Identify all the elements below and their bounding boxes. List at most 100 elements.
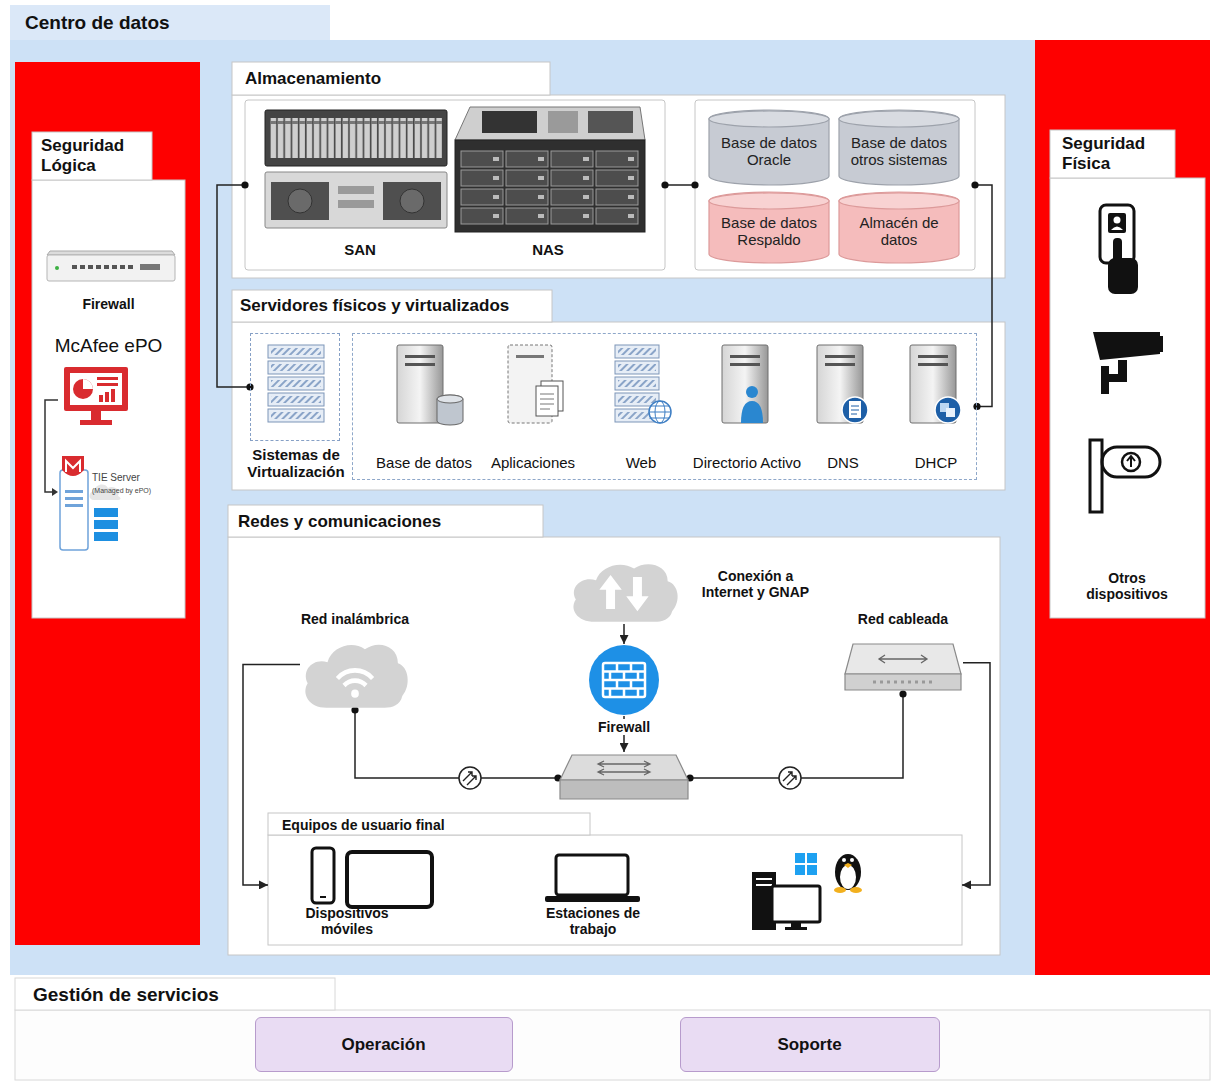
server-caption-holder: Aplicaciones bbox=[468, 454, 598, 472]
database-cylinder: Base de datos otros sistemas bbox=[838, 110, 960, 186]
network-panel: Redes y comunicacionesConexión a Interne… bbox=[228, 505, 1000, 955]
epo-console-icon bbox=[91, 411, 101, 420]
epo-console-icon bbox=[80, 420, 112, 425]
core-switch-outline bbox=[558, 752, 690, 804]
firewall-appliance bbox=[128, 265, 133, 269]
database-cylinder-outline bbox=[839, 192, 959, 263]
turnstile-icon bbox=[1102, 447, 1160, 477]
database-cylinder-outline bbox=[709, 192, 829, 263]
linux-tux-logo bbox=[834, 854, 862, 893]
web-server-icon bbox=[615, 377, 659, 390]
dhcp-server-icon bbox=[910, 345, 956, 423]
virtualization-rack-icon bbox=[268, 377, 324, 390]
san-array bbox=[265, 110, 447, 166]
linux-tux-logo bbox=[850, 887, 862, 893]
wired-switch-outline bbox=[873, 681, 933, 684]
cylinder-label-holder: Base de datos Oracle bbox=[712, 134, 826, 169]
storage-hardware-box-fill bbox=[245, 100, 665, 270]
panel-heading-holder: Almacenamiento bbox=[245, 69, 545, 89]
firewall-appliance bbox=[47, 251, 175, 255]
device-caption: Estaciones de trabajo bbox=[538, 905, 648, 937]
linux-tux-logo bbox=[840, 865, 856, 889]
icon-caption-holder: (Managed by ePO) bbox=[92, 479, 184, 497]
turnstile-icon bbox=[1127, 456, 1135, 467]
icon-caption: TIE Server bbox=[92, 472, 140, 484]
icon-caption: Firewall bbox=[82, 296, 134, 312]
tie-server-icon bbox=[65, 504, 83, 507]
server-caption: Aplicaciones bbox=[491, 454, 575, 471]
san-array bbox=[270, 118, 442, 158]
servers-panel-fill bbox=[232, 290, 552, 322]
virtualization-rack-icon bbox=[268, 393, 324, 406]
web-server-icon bbox=[615, 361, 659, 374]
desktop-icon bbox=[772, 886, 820, 922]
server-caption: Base de datos bbox=[376, 454, 472, 471]
web-server-icon bbox=[618, 364, 656, 371]
server-caption-holder: DHCP bbox=[871, 454, 1001, 472]
virtualization-rack-icon bbox=[268, 409, 324, 422]
application-server-icon bbox=[536, 386, 558, 416]
end-user-box: Equipos de usuario finalDispositivos móv… bbox=[268, 813, 962, 945]
epo-console-icon bbox=[73, 379, 93, 399]
badge-reader-icon bbox=[1100, 205, 1138, 294]
region-title-holder: Centro de datos bbox=[25, 12, 325, 34]
connector-line bbox=[243, 665, 300, 885]
wireless-cloud-outline bbox=[305, 645, 407, 708]
web-server-icon bbox=[618, 380, 656, 387]
physical-security-panel-fill bbox=[1050, 130, 1175, 178]
tie-server-icon bbox=[62, 456, 84, 476]
web-server-icon bbox=[615, 345, 671, 423]
connector-line bbox=[975, 185, 992, 407]
server-caption-holder: Web bbox=[576, 454, 706, 472]
database-cylinder: Almacén de datos bbox=[838, 192, 960, 264]
server-caption-holder: Directorio Activo bbox=[682, 454, 812, 472]
turnstile-icon bbox=[1090, 440, 1160, 512]
badge-reader-icon bbox=[1108, 213, 1126, 233]
connector-line bbox=[623, 624, 625, 644]
band-heading: Gestión de servicios bbox=[33, 984, 219, 1006]
panel-heading-holder: Redes y comunicaciones bbox=[238, 512, 538, 532]
virtualization-box: Sistemas de Virtualización bbox=[250, 333, 340, 441]
linux-tux-logo bbox=[842, 858, 846, 862]
mobile-devices-icon bbox=[312, 848, 334, 903]
panel-heading-holder: Servidores físicos y virtualizados bbox=[240, 296, 640, 316]
application-server-icon bbox=[516, 355, 544, 358]
icon-caption: (Managed by ePO) bbox=[92, 487, 151, 495]
directory-server-icon bbox=[741, 401, 763, 423]
wireless-cloud-outline bbox=[337, 670, 372, 678]
connector-line bbox=[690, 694, 903, 778]
desktop-icon bbox=[756, 878, 772, 880]
dns-server-icon bbox=[825, 355, 855, 358]
physical-security-panel: Seguridad FísicaOtros dispositivos bbox=[1050, 130, 1205, 618]
wireless-cloud-outline bbox=[300, 640, 410, 710]
service-button: Soporte bbox=[680, 1017, 940, 1072]
cylinder-label: Base de datos otros sistemas bbox=[842, 134, 956, 169]
storage-panel-fill bbox=[232, 95, 1005, 278]
windows-logo bbox=[795, 865, 805, 875]
connector-line bbox=[962, 663, 990, 885]
tie-server-icon bbox=[60, 470, 88, 550]
server-caption: DHCP bbox=[915, 454, 958, 471]
wired-switch: Red cableada bbox=[843, 642, 963, 694]
dns-server-icon bbox=[817, 345, 868, 423]
epo-console-icon bbox=[64, 367, 128, 411]
panel-heading: Seguridad Lógica bbox=[41, 136, 146, 175]
virtualization-rack-icon bbox=[268, 345, 324, 358]
device-caption: NAS bbox=[532, 241, 564, 258]
wired-switch-outline bbox=[845, 674, 961, 690]
network-label-holder: Red cableada bbox=[828, 610, 978, 628]
firewall-appliance bbox=[88, 265, 93, 269]
wireless-cloud-outline bbox=[351, 690, 359, 698]
virtualization-rack-icon bbox=[271, 364, 321, 371]
web-server-icon bbox=[615, 345, 659, 358]
wired-switch-outline bbox=[843, 642, 963, 694]
network-label: Red inalámbrica bbox=[301, 611, 409, 627]
turnstile-icon bbox=[1090, 440, 1102, 512]
wireless-cloud: Red inalámbrica bbox=[300, 640, 410, 710]
cylinder-label: Base de datos Oracle bbox=[712, 134, 826, 169]
router-symbol bbox=[779, 767, 801, 789]
database-cylinder-outline bbox=[839, 111, 959, 127]
storage-hardware-box: SANNAS bbox=[245, 100, 665, 270]
security-camera-icon bbox=[1101, 366, 1109, 394]
